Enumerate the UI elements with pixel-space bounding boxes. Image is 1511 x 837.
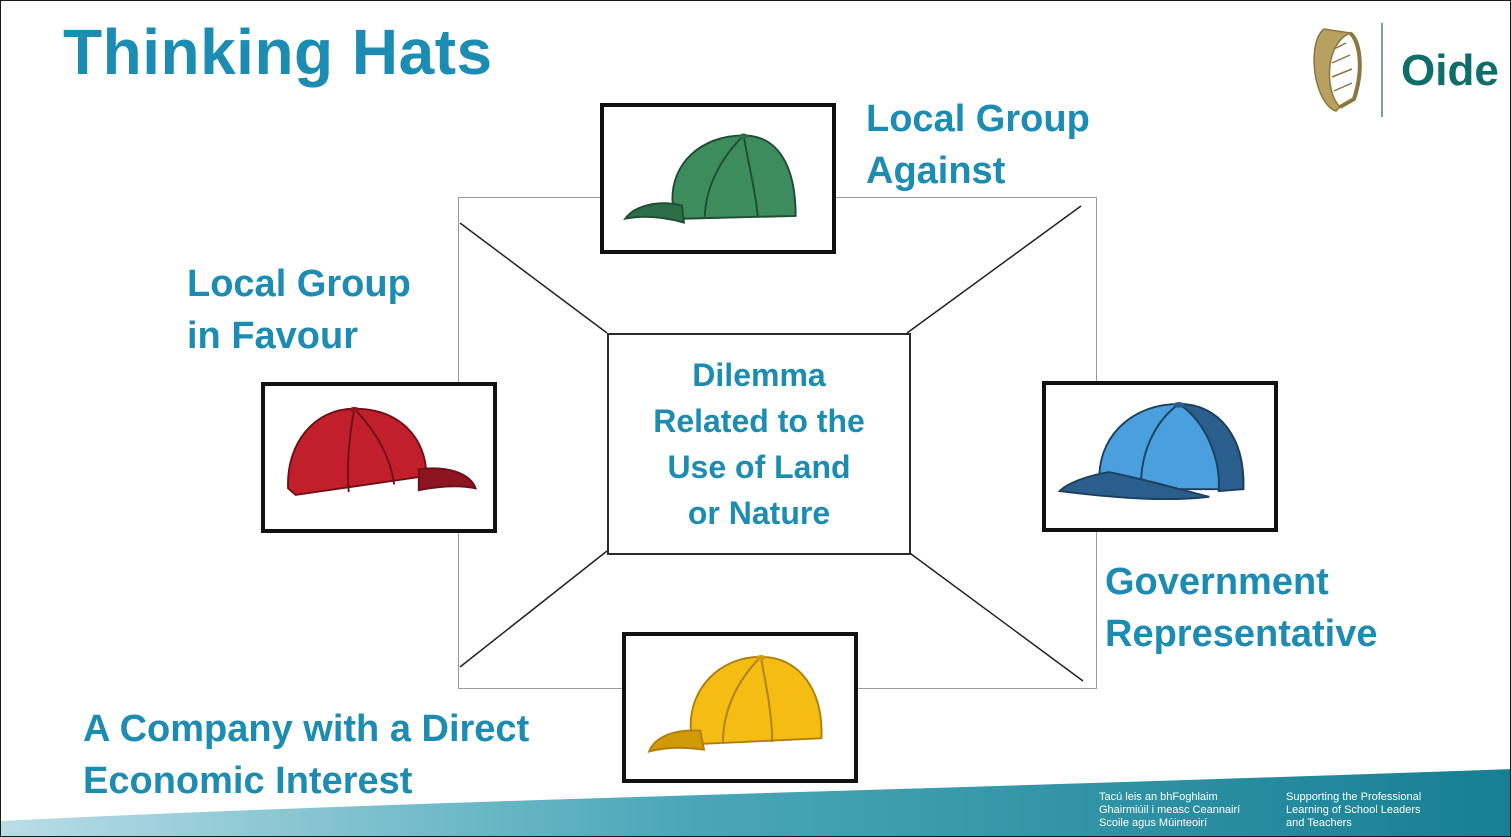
- dilemma-box: Dilemma Related to the Use of Land or Na…: [607, 333, 911, 555]
- label-company-economic-interest: A Company with a Direct Economic Interes…: [83, 703, 529, 807]
- footer-line: Supporting the Professional: [1286, 791, 1422, 803]
- footer-line: Tacú leis an bhFoghlaim: [1099, 791, 1218, 803]
- footer-band: [1, 769, 1510, 836]
- connector-bottom-left: [459, 550, 608, 668]
- label-government-representative: Government Representative: [1105, 556, 1377, 660]
- label-line: Local Group: [187, 263, 411, 305]
- label-local-group-against: Local Group Against: [866, 93, 1090, 197]
- label-line: Local Group: [866, 98, 1090, 140]
- green-hat-box: [600, 103, 836, 254]
- footer-irish-text: Tacú leis an bhFoghlaim Ghairmiúil i mea…: [1099, 791, 1240, 830]
- label-line: Economic Interest: [83, 760, 413, 802]
- label-line: Against: [866, 150, 1006, 192]
- connector-top-left: [459, 222, 608, 334]
- blue-hat-box: [1042, 381, 1278, 532]
- green-cap-icon: [623, 133, 797, 224]
- footer-line: Learning of School Leaders: [1286, 804, 1421, 816]
- footer-line: and Teachers: [1286, 817, 1352, 829]
- red-hat-box: [261, 382, 497, 533]
- harp-icon: [1313, 28, 1362, 112]
- label-line: Government: [1105, 561, 1329, 603]
- label-line: in Favour: [187, 315, 359, 357]
- footer-line: Ghairmiúil i measc Ceannairí: [1099, 804, 1241, 816]
- logo-wordmark: Oide: [1401, 46, 1499, 95]
- blue-cap-icon: [1057, 402, 1245, 501]
- dilemma-line: or Nature: [687, 495, 831, 531]
- red-cap-icon: [287, 406, 478, 496]
- yellow-cap-icon: [647, 654, 823, 753]
- connector-bottom-right: [906, 550, 1084, 682]
- dilemma-line: Related to the: [653, 403, 865, 439]
- dilemma-line: Dilemma: [692, 357, 826, 393]
- connector-top-right: [906, 205, 1082, 334]
- oide-harp-logo: [1313, 23, 1383, 117]
- label-line: Representative: [1105, 613, 1378, 655]
- slide-title: Thinking Hats: [63, 16, 493, 88]
- yellow-hat-box: [622, 632, 858, 783]
- dilemma-line: Use of Land: [667, 449, 851, 485]
- footer-english-text: Supporting the Professional Learning of …: [1286, 791, 1421, 830]
- footer-line: Scoile agus Múinteoirí: [1099, 817, 1208, 829]
- label-local-group-in-favour: Local Group in Favour: [187, 258, 411, 362]
- label-line: A Company with a Direct: [83, 708, 530, 750]
